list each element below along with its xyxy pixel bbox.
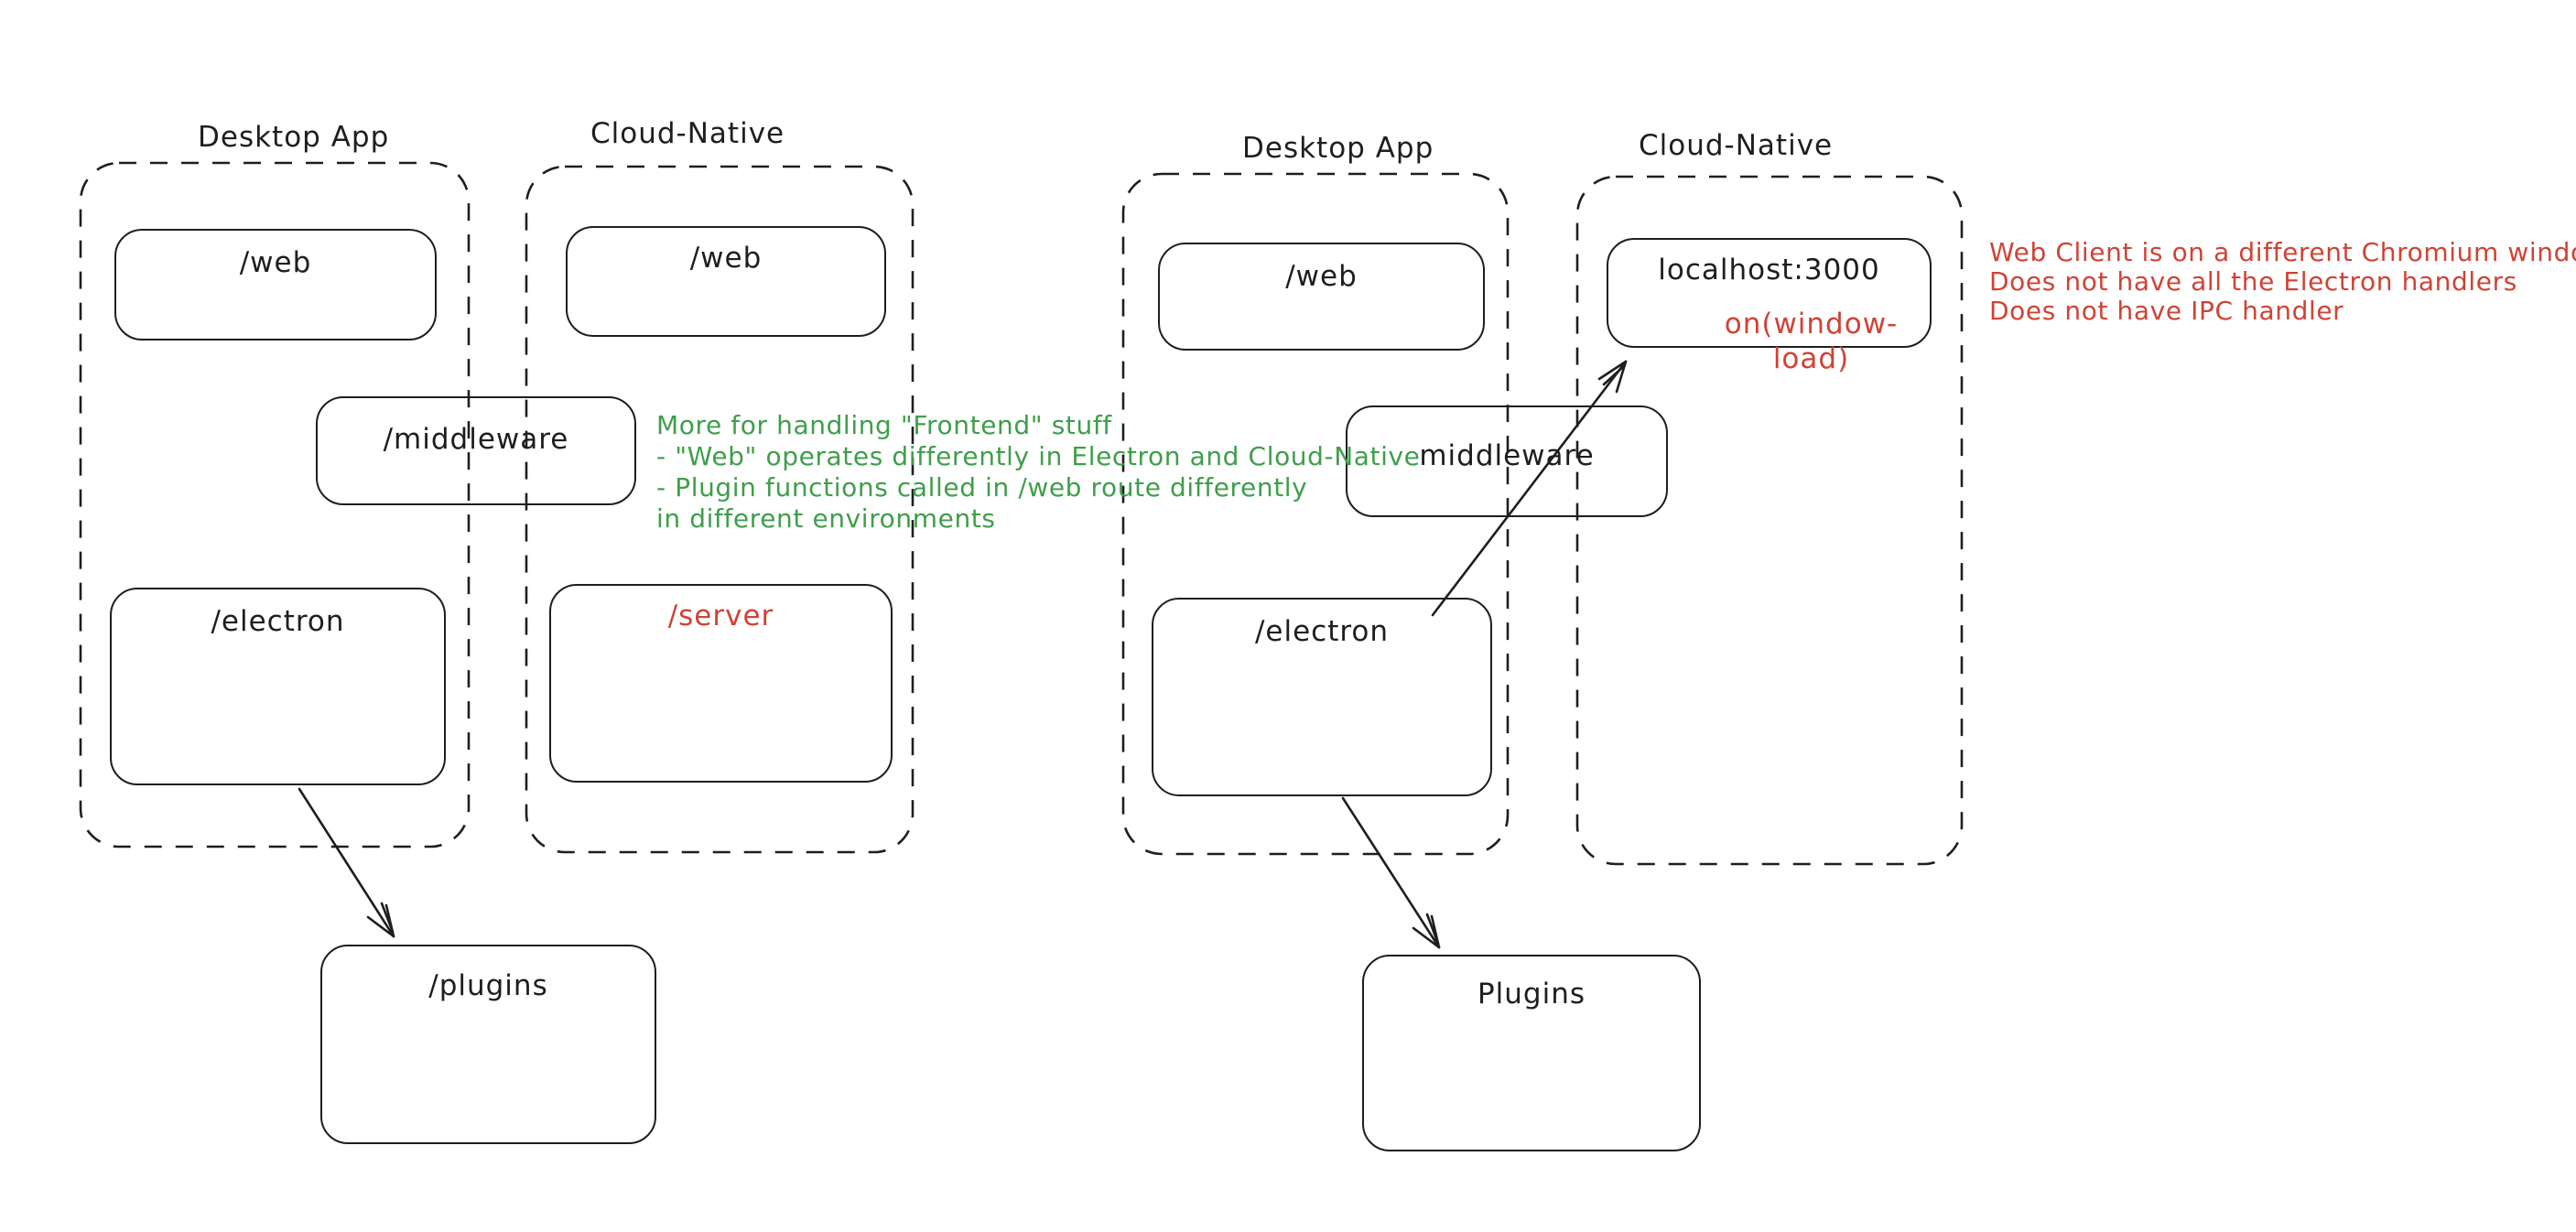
arrow-electron-to-localhost[interactable] (1431, 360, 1628, 617)
annotation-line: Does not have all the Electron handlers (1989, 266, 2517, 297)
container-right-cloud-native[interactable] (1575, 175, 1964, 866)
box-right-middleware[interactable]: middleware (1346, 405, 1668, 517)
box-label: /electron (1254, 615, 1390, 648)
green-annotation[interactable]: More for handling "Frontend" stuff - "We… (656, 410, 1420, 535)
title-left-cloud-native[interactable]: Cloud-Native (590, 117, 785, 150)
box-left-plugins[interactable]: /plugins (320, 945, 656, 1144)
box-right-electron[interactable]: /electron (1152, 598, 1492, 796)
annotation-line: in different environments (656, 503, 996, 534)
title-right-cloud-native[interactable]: Cloud-Native (1639, 129, 1834, 162)
box-left-middleware[interactable]: /middleware (316, 396, 636, 505)
container-left-desktop-app[interactable] (79, 161, 471, 848)
arrow-electron-to-plugins-left[interactable] (298, 787, 395, 938)
box-label: /web (239, 246, 312, 279)
annotation-line: - Plugin functions called in /web route … (656, 472, 1308, 503)
box-label: /server (667, 600, 774, 632)
window-load-label: on(window-load) (1724, 308, 1899, 375)
box-label: /plugins (428, 969, 548, 1002)
box-left-cloud-web[interactable]: /web (566, 226, 886, 337)
box-label: Plugins (1477, 978, 1586, 1010)
annotation-line: Web Client is on a different Chromium wi… (1989, 237, 2576, 267)
box-right-plugins[interactable]: Plugins (1362, 955, 1701, 1151)
box-label: localhost:3000 (1658, 254, 1880, 286)
title-right-desktop-app[interactable]: Desktop App (1242, 132, 1434, 165)
annotation-line: - "Web" operates differently in Electron… (656, 441, 1421, 471)
container-right-desktop-app[interactable] (1121, 172, 1510, 856)
title-left-desktop-app[interactable]: Desktop App (198, 121, 390, 154)
box-label: /web (1285, 260, 1358, 293)
annotation-line: More for handling "Frontend" stuff (656, 410, 1112, 440)
container-left-cloud-native[interactable] (525, 165, 915, 854)
box-label: /web (689, 242, 763, 275)
red-annotation[interactable]: Web Client is on a different Chromium wi… (1989, 238, 2576, 326)
box-left-server[interactable]: /server (549, 584, 893, 783)
annotation-line: Does not have IPC handler (1989, 296, 2344, 326)
box-label: /middleware (383, 423, 569, 456)
box-right-desktop-web[interactable]: /web (1158, 243, 1485, 351)
arrow-electron-to-plugins-right[interactable] (1341, 796, 1441, 949)
box-label: /electron (211, 605, 345, 638)
box-label: middleware (1419, 439, 1595, 472)
box-left-desktop-web[interactable]: /web (114, 229, 437, 340)
box-left-electron[interactable]: /electron (110, 588, 446, 785)
box-right-localhost[interactable]: localhost:3000 on(window-load) (1607, 238, 1932, 375)
